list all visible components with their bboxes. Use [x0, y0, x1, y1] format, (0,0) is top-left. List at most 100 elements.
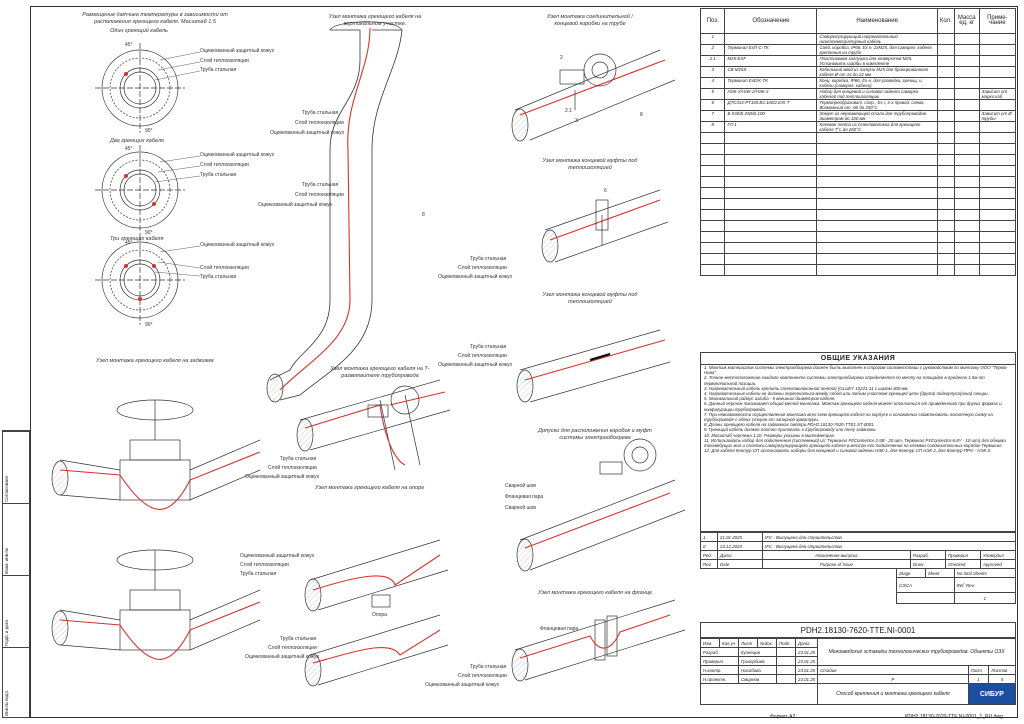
label-2: 2 [560, 55, 563, 61]
rev-header-en: Rev. Date Purpose of Issue Draw Checked … [700, 559, 1016, 569]
note-item: 6. Данный чертеж показывает общий метод … [704, 401, 1002, 412]
tb-person-name-1: Кузнецов [738, 647, 777, 657]
title-flange: Узел монтажа греющего кабеля на фланце [538, 590, 652, 596]
spec-empty-cell [816, 253, 938, 265]
spec-empty-cell [724, 143, 818, 155]
tb-role-1: Разраб. [700, 647, 739, 657]
label-a90-1: 90° [145, 128, 153, 134]
spec-empty-cell [953, 198, 980, 210]
rev-header-ru: Ред. Дата Назначение выпуска Разраб. Про… [700, 550, 1016, 560]
rev-num-0: 0 [700, 541, 718, 551]
spec-empty-cell [978, 220, 1017, 232]
spec-empty-cell [978, 154, 1017, 166]
label-pipe-1: Труба стальная [200, 67, 237, 73]
label-insul-e: Слой теплоизоляции [458, 265, 507, 271]
spec-empty-cell [978, 187, 1017, 199]
stage-row: Stage Sheet No total Sheets [896, 568, 1017, 578]
tb-company: СИБУР [967, 683, 1017, 705]
title-one-cable: Один греющий кабель [110, 28, 168, 34]
spec-empty-cell [936, 198, 955, 210]
tb-sheets-h: Листов [988, 665, 1016, 675]
label-pipe-v2: Труба стальная [302, 182, 339, 188]
label-insul-b: Слой теплоизоляции [458, 673, 507, 679]
spec-cell: 2 [699, 44, 726, 56]
tb-person-name-4: Смирнов [738, 674, 777, 684]
spec-cell [936, 66, 955, 78]
label-jacket-b: Оцинкованный защитный кожух [425, 682, 500, 688]
label-jacket-1: Оцинкованный защитный кожух [200, 48, 275, 54]
spec-cell: Термопреобразоват. сопр., Ex i, 3-х пров… [816, 99, 938, 111]
spec-cell: НЭК-У/НЭК-2/НЭК-3 [724, 88, 818, 100]
section-three-cables [95, 235, 185, 325]
spec-cell [953, 55, 980, 67]
spec-empty-cell [953, 242, 980, 254]
spec-empty-cell [953, 253, 980, 265]
note-item: 5. Минимальный радиус изгиба - 5 внешних… [704, 396, 836, 402]
label-a45-1: 45° [125, 42, 133, 48]
label-3: 3 [575, 118, 578, 124]
tb-sign-2 [776, 656, 796, 666]
drawing-graphics [51, 21, 686, 687]
spec-empty-cell [953, 264, 980, 276]
spec-empty-cell [724, 231, 818, 243]
spec-cell: Терминал ExE/K-TK [724, 77, 818, 89]
side-cell-3: Взам. инв.№ [3, 503, 29, 576]
tb-date-4: 23.01.25 [794, 674, 819, 684]
label-support: Опора [372, 612, 387, 618]
label-pipe-2: Труба стальная [200, 172, 237, 178]
title-tee: Узел монтажа греющего кабеля на Т-развет… [330, 366, 430, 379]
spec-cell [936, 44, 955, 56]
spec-empty-cell [936, 209, 955, 221]
spec-empty-cell [953, 187, 980, 199]
spec-empty-cell [816, 209, 938, 221]
tb-date-2: 23.01.25 [794, 656, 819, 666]
blank-cell [896, 592, 955, 604]
spec-empty-row [699, 143, 1017, 155]
spec-empty-cell [978, 198, 1017, 210]
vertical-pipe [266, 21, 403, 403]
tb-role-2: Проверил [700, 656, 739, 666]
label-jacket-v: Оцинкованный защитный кожух [270, 130, 345, 136]
footer-filename: PDH2.18130-7620-TTE.NI-0001_1_RU.dwg [905, 714, 1003, 720]
spec-empty-cell [936, 231, 955, 243]
tb-sheets-v: 5 [988, 674, 1016, 684]
spec-empty-cell [953, 143, 980, 155]
tee-node [296, 379, 451, 471]
label-a90-3: 90° [145, 322, 153, 328]
tb-person-name-3: Насибова [738, 665, 777, 675]
spec-cell [936, 33, 955, 45]
spec-cell: 6 [699, 99, 726, 111]
rev-h-appr-ru: Утвердил [980, 550, 1016, 560]
rev-row-1: 1 21.01.2025 IFC - Выпущено для строител… [700, 532, 1016, 542]
label-pipe-e: Труба стальная [470, 256, 507, 262]
tb-bottom: Способ крепления и монтажа греющего кабе… [699, 683, 1017, 705]
rev-row-0: 0 23.12.2024 IFC - Выпущено для строител… [700, 541, 1016, 551]
spec-empty-cell [724, 187, 818, 199]
spec-cell [953, 99, 980, 111]
spec-empty-cell [936, 187, 955, 199]
label-pipe-3: Труба стальная [200, 274, 237, 280]
spec-empty-cell [978, 143, 1017, 155]
spec-empty-cell [699, 176, 726, 188]
notes-title: ОБЩИЕ УКАЗАНИЯ [701, 353, 1015, 365]
spec-cell: Кабельный ввод из латуни M25 для брониро… [816, 66, 938, 78]
spec-empty-cell [936, 143, 955, 155]
spec-cell [936, 99, 955, 111]
title-valve: Узел монтажа греющего кабеля на задвижке [96, 358, 214, 364]
stage-block: Stage Sheet No total Sheets СЗ/СА Ref. R… [896, 568, 1017, 604]
spec-empty-cell [699, 143, 726, 155]
spec-empty-cell [978, 176, 1017, 188]
spec-cell: 5 [699, 88, 726, 100]
label-flangepair-2: Фланцевая пара [540, 626, 579, 632]
spec-empty-cell [724, 220, 818, 232]
spec-empty-cell [816, 220, 938, 232]
total-label: No total Sheets [953, 568, 1017, 578]
spec-cell: Зависит от марки каб [978, 88, 1017, 100]
title-vertical: Узел монтажа греющего кабеля на вертикал… [328, 14, 422, 27]
sheet-label: Sheet [924, 568, 955, 578]
tb-col-doc: №док. [757, 638, 777, 648]
rev-label: Ref. Rev. [953, 577, 1017, 593]
spec-cell [953, 44, 980, 56]
